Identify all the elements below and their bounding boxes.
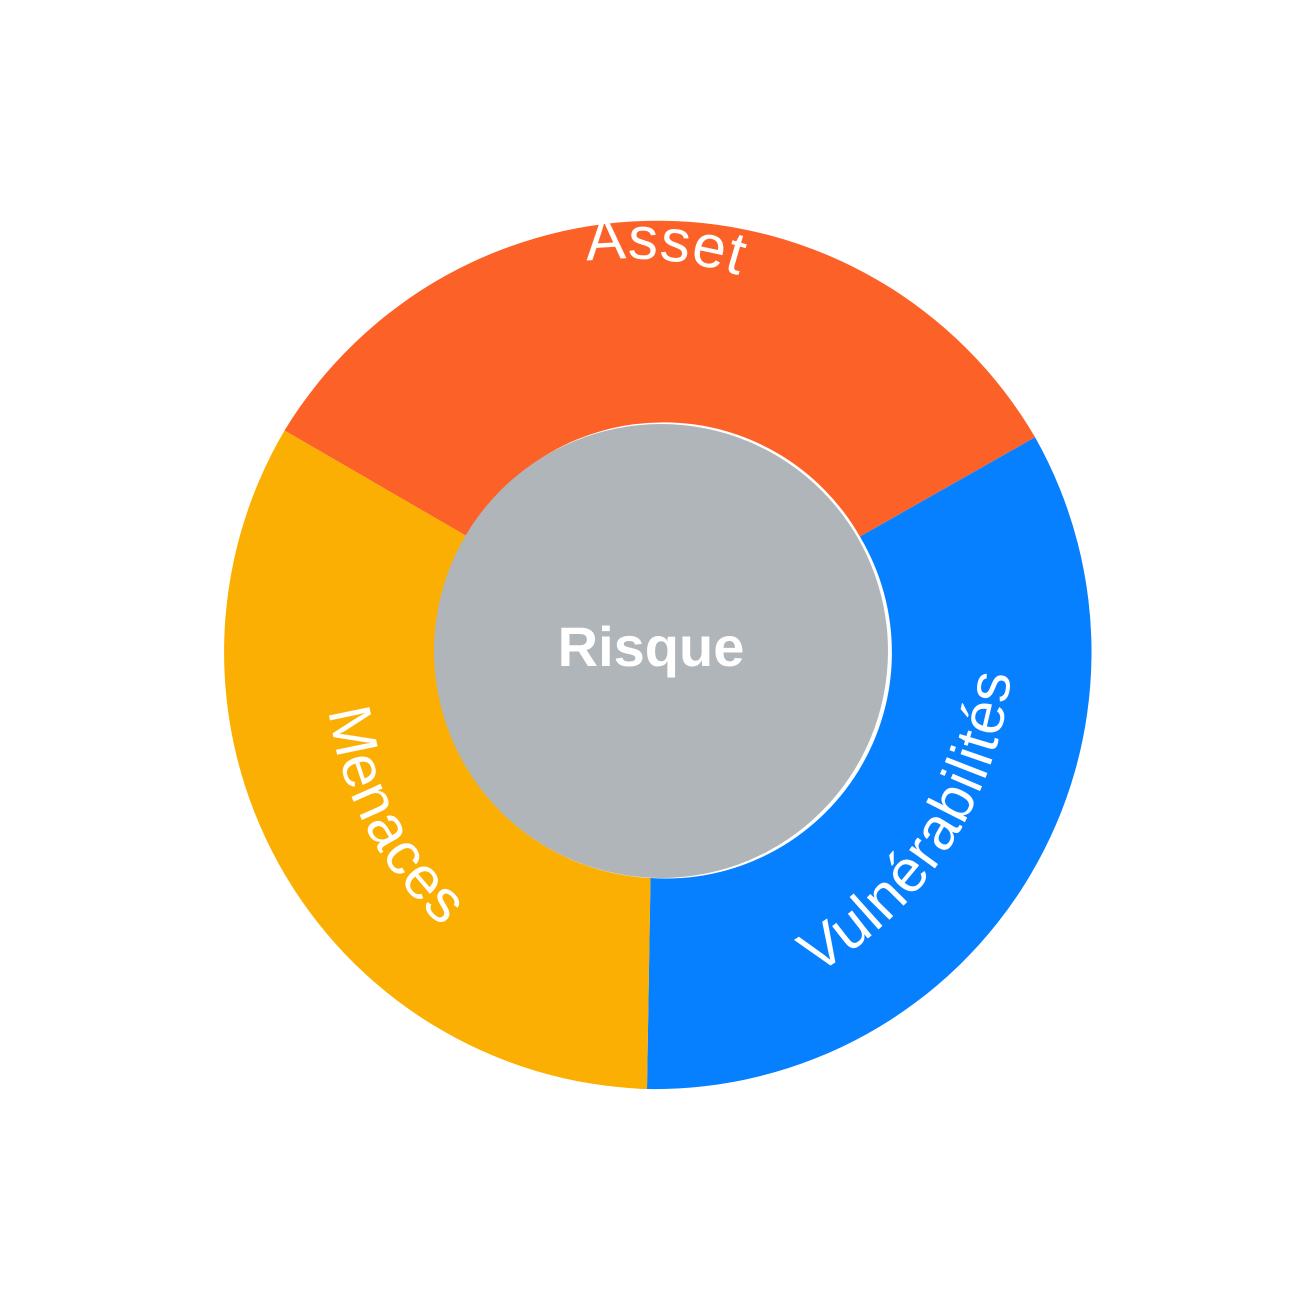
segment-vulnerabilites: [647, 437, 1092, 1090]
center-circle: [434, 424, 888, 878]
segment-asset: [284, 220, 1036, 537]
center-label: Risque: [558, 615, 745, 678]
segment-menaces: [224, 430, 651, 1089]
